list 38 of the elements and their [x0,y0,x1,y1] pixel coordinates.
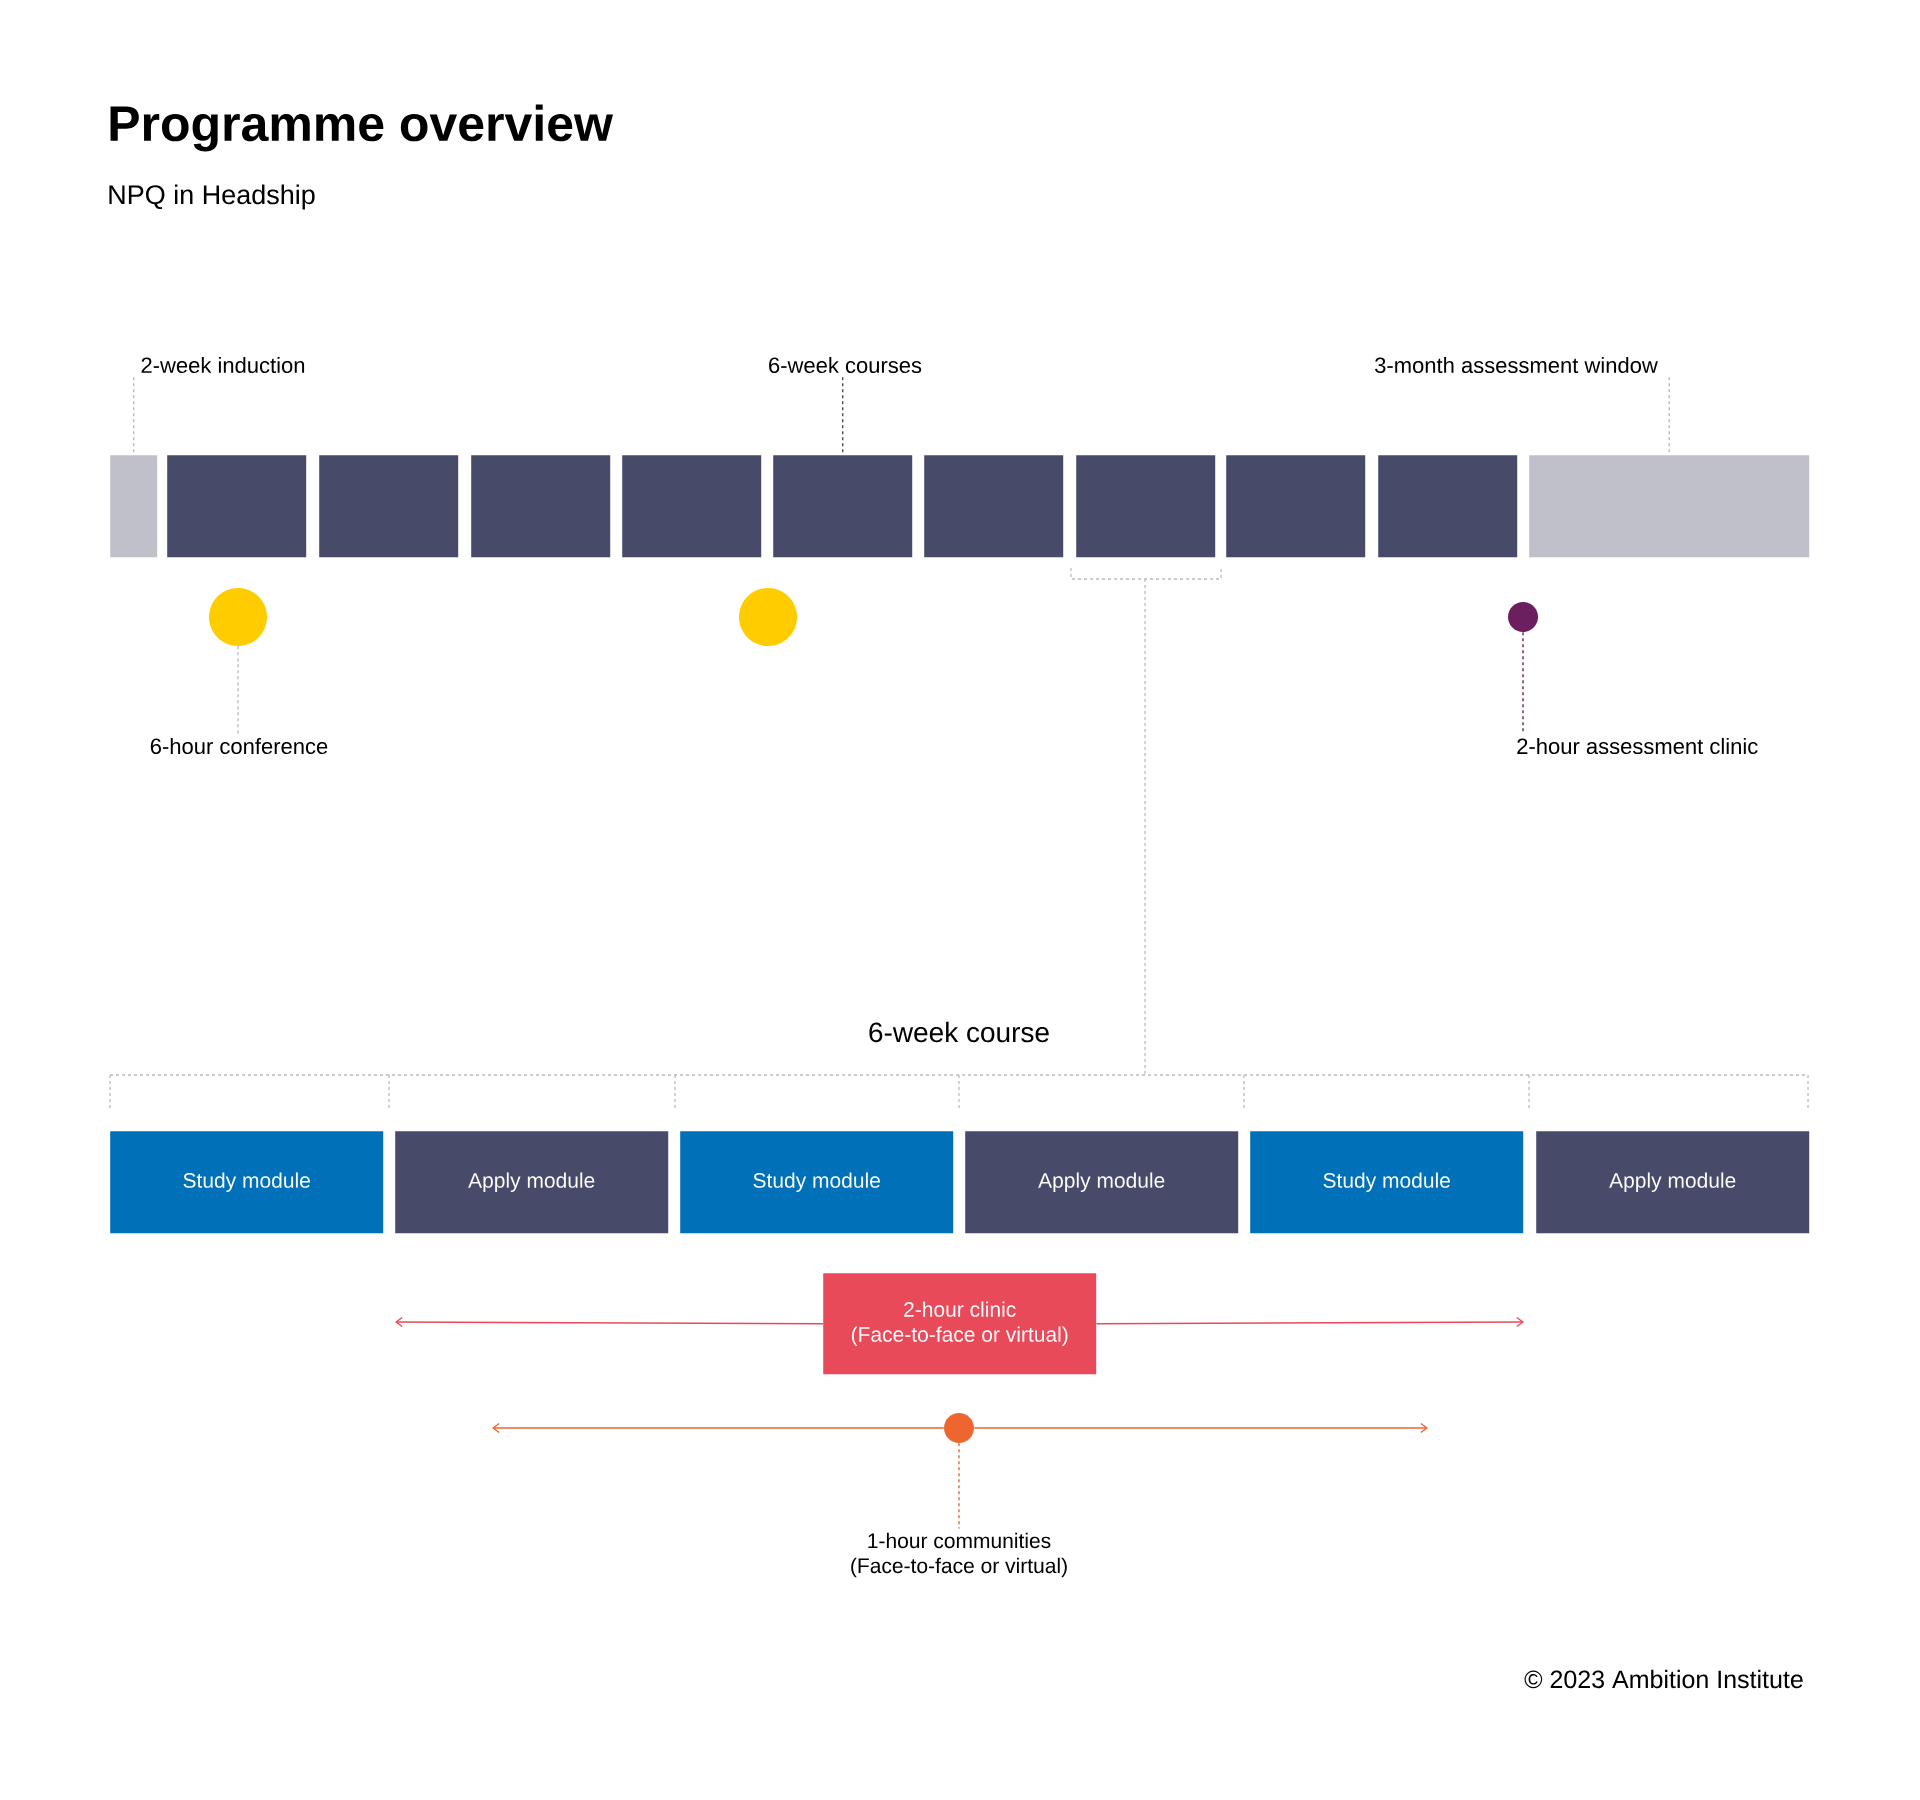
timeline-block [1378,455,1518,558]
timeline-block [773,455,913,558]
subtitle: NPQ in Headship [109,184,315,210]
timeline-block [471,455,611,558]
timeline-block [924,455,1064,558]
leader-line [958,1442,960,1530]
callout-label: 2-week induction [141,356,305,374]
leader-line [237,645,239,735]
clinic-box: 2-hour clinic (Face-to-face or virtual) [823,1273,1097,1375]
section-heading: 6-week course [869,1021,1049,1043]
timeline-block [1226,455,1366,558]
timeline-block [319,455,459,558]
callout-label: 3-month assessment window [1375,356,1658,374]
arrow [492,1422,945,1434]
timeline-block [167,455,307,558]
event-dot [739,588,797,646]
timeline-block [110,455,158,558]
module-box: Apply module [1536,1131,1810,1234]
timeline-block [1076,455,1216,558]
timeline-block [622,455,762,558]
module-box: Apply module [395,1131,669,1234]
callout-label: 6-hour conference [150,737,328,755]
module-box: Study module [680,1131,954,1234]
title: Programme overview [110,104,613,152]
callout-label: 2-hour assessment clinic [1517,737,1758,755]
arrow [1095,1316,1524,1328]
copyright-note: © 2023 Ambition Institute [1524,1669,1803,1689]
arrow [973,1422,1428,1434]
timeline-block [1529,455,1810,558]
event-dot [1508,602,1538,632]
arrow [395,1316,824,1328]
callout-label: 6-week courses [769,356,922,374]
module-box: Study module [110,1131,384,1234]
event-dot [944,1413,974,1443]
callout-label: 1-hour communities (Face-to-face or virtual) [851,1532,1067,1578]
module-box: Apply module [965,1131,1239,1234]
module-box: Study module [1250,1131,1524,1234]
event-dot [209,588,267,646]
